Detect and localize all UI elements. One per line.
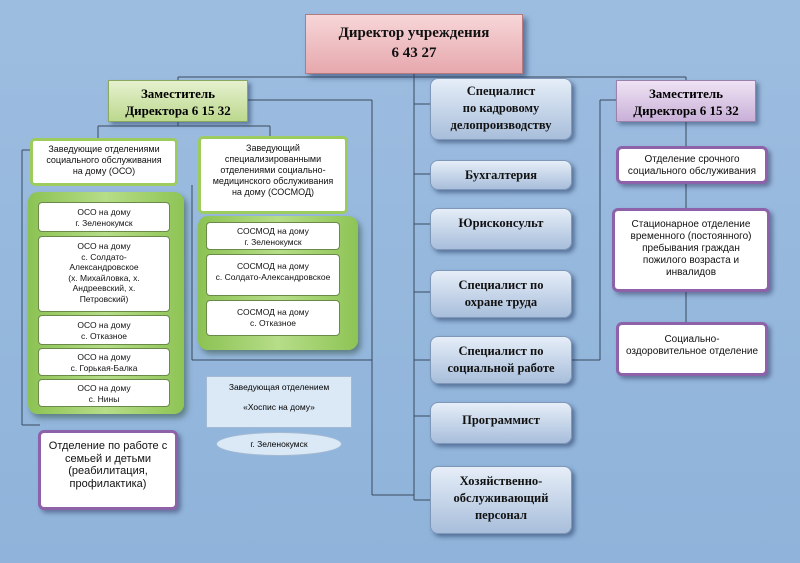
- sosmod-unit-label: СОСМОД на дому с. Отказное: [237, 307, 309, 328]
- center-unit: Специалист по социальной работе: [430, 336, 572, 384]
- oso-unit: ОСО на дому с. Отказное: [38, 315, 170, 345]
- oso-head-label: Заведующие отделениями социального обслу…: [46, 144, 162, 176]
- director-box: Директор учреждения 6 43 27: [305, 14, 523, 74]
- family-dept-label: Отделение по работе с семьей и детьми (р…: [48, 440, 168, 490]
- center-unit: Специалист по кадровому делопроизводству: [430, 78, 572, 140]
- family-dept-box: Отделение по работе с семьей и детьми (р…: [38, 430, 178, 510]
- center-unit-label: Программист: [462, 413, 540, 427]
- oso-unit-label: ОСО на дому с. Солдато- Александровское …: [68, 241, 140, 304]
- deputy-left-box: Заместитель Директора 6 15 32: [108, 80, 248, 122]
- sosmod-unit: СОСМОД на дому с. Солдато-Александровско…: [206, 254, 340, 296]
- hospice-title: Заведующая отделением: [228, 382, 330, 392]
- center-unit-label: Специалист по социальной работе: [447, 344, 555, 375]
- oso-unit: ОСО на дому с. Нины: [38, 379, 170, 407]
- hospice-name: «Хоспис на дому»: [243, 402, 315, 412]
- sosmod-head-label: Заведующий специализированными отделения…: [212, 143, 334, 197]
- sosmod-unit-label: СОСМОД на дому г. Зеленокумск: [237, 226, 309, 247]
- right-unit: Отделение срочного социального обслужива…: [616, 146, 768, 184]
- center-unit: Бухгалтерия: [430, 160, 572, 190]
- right-unit: Стационарное отделение временного (посто…: [612, 208, 770, 292]
- hospice-location-label: г. Зеленокумск: [250, 439, 308, 449]
- oso-unit-label: ОСО на дому с. Нины: [77, 383, 131, 404]
- hospice-box: Заведующая отделением «Хоспис на дому»: [206, 376, 352, 428]
- right-unit-label: Стационарное отделение временного (посто…: [630, 219, 752, 278]
- oso-unit-label: ОСО на дому г. Зеленокумск: [75, 207, 133, 228]
- center-unit: Юрисконсульт: [430, 208, 572, 250]
- center-unit: Хозяйственно- обслуживающий персонал: [430, 466, 572, 534]
- deputy-right-label: Заместитель Директора 6 15 32: [633, 86, 739, 118]
- oso-head-box: Заведующие отделениями социального обслу…: [30, 138, 178, 186]
- center-unit: Программист: [430, 402, 572, 444]
- center-unit-label: Специалист по охране труда: [458, 278, 544, 309]
- oso-unit-label: ОСО на дому с. Горькая-Балка: [70, 352, 138, 373]
- deputy-left-label: Заместитель Директора 6 15 32: [125, 86, 231, 118]
- right-unit-label: Социально- оздоровительное отделение: [625, 334, 759, 357]
- center-unit-label: Бухгалтерия: [464, 168, 538, 182]
- center-unit-label: Хозяйственно- обслуживающий персонал: [453, 474, 549, 522]
- sosmod-unit: СОСМОД на дому с. Отказное: [206, 300, 340, 336]
- center-unit-label: Специалист по кадровому делопроизводству: [450, 84, 552, 132]
- hospice-location: г. Зеленокумск: [216, 432, 342, 456]
- sosmod-head-box: Заведующий специализированными отделения…: [198, 136, 348, 214]
- director-phone: 6 43 27: [391, 45, 437, 61]
- oso-unit: ОСО на дому г. Зеленокумск: [38, 202, 170, 232]
- oso-unit: ОСО на дому с. Солдато- Александровское …: [38, 236, 170, 312]
- sosmod-unit: СОСМОД на дому г. Зеленокумск: [206, 222, 340, 250]
- right-unit: Социально- оздоровительное отделение: [616, 322, 768, 376]
- oso-unit-label: ОСО на дому с. Отказное: [77, 320, 131, 341]
- oso-unit: ОСО на дому с. Горькая-Балка: [38, 348, 170, 376]
- center-unit-label: Юрисконсульт: [458, 216, 544, 230]
- right-unit-label: Отделение срочного социального обслужива…: [627, 154, 757, 177]
- sosmod-unit-label: СОСМОД на дому с. Солдато-Александровско…: [215, 261, 331, 282]
- director-title: Директор учреждения: [338, 25, 490, 41]
- center-unit: Специалист по охране труда: [430, 270, 572, 318]
- deputy-right-box: Заместитель Директора 6 15 32: [616, 80, 756, 122]
